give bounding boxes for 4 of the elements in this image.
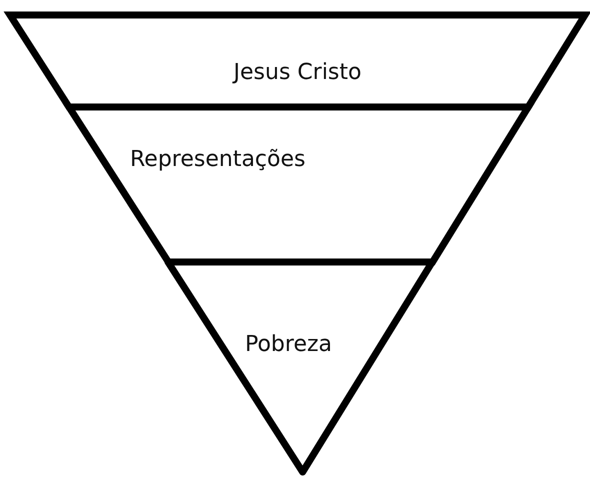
band-label: Pobreza bbox=[244, 334, 332, 356]
band-label: Jesus Cristo bbox=[234, 62, 362, 84]
pyramid-band bbox=[64, 103, 532, 266]
band-label: Representações bbox=[130, 149, 306, 171]
